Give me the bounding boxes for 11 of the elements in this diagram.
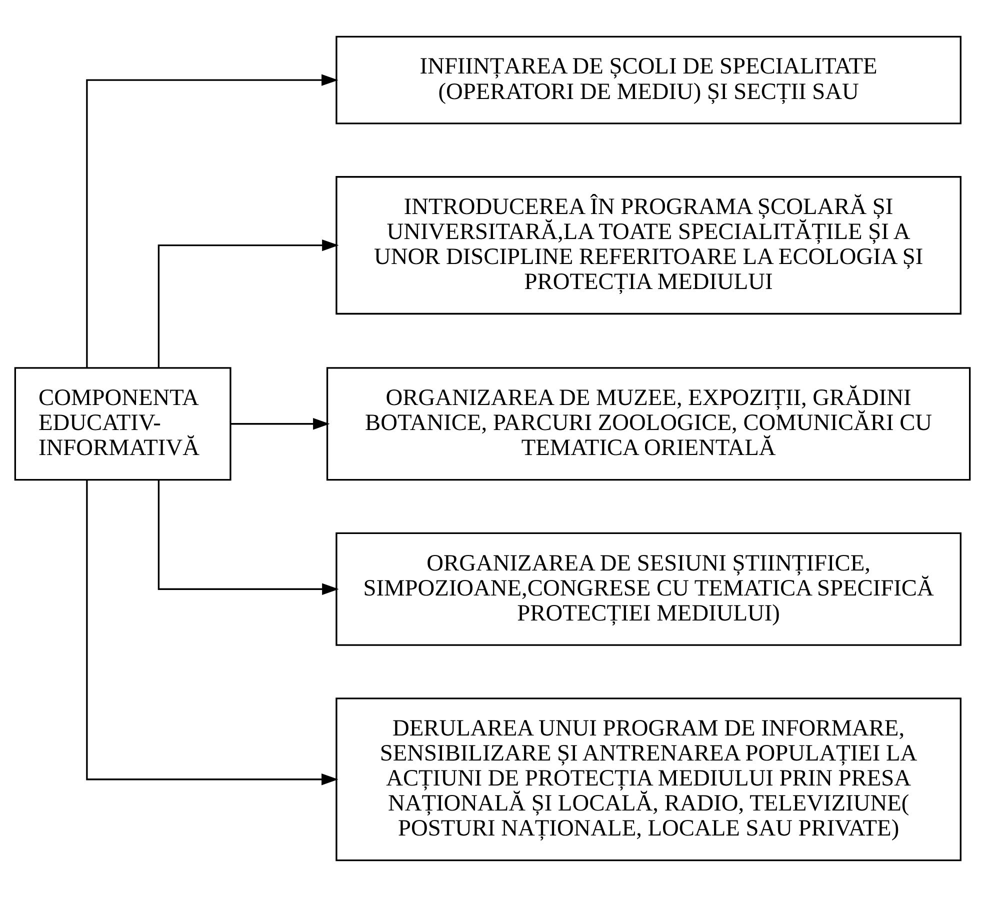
node-box: INFIINȚAREA DE ȘCOLI DE SPECIALITATE (OPERATORI DE MEDIU) ȘI SECȚII SAU [336, 36, 962, 124]
arrow [86, 74, 338, 368]
arrow [158, 239, 339, 368]
node-box: DERULAREA UNUI PROGRAM DE INFORMARE, SENSIBILIZARE ȘI ANTRENAREA POPULAȚIEI LA ACȚIUNI DE PROTECȚIA MEDIULUI PRIN PRESA NAȚIONALĂ ȘI LOCALĂ, RADIO, TELEVIZIUNE( POSTURI NAȚIONALE, LOCALE SAU PRIVATE) [336, 698, 962, 862]
node-box: ORGANIZAREA DE SESIUNI ȘTIINȚIFICE, SIMPOZIOANE,CONGRESE CU TEMATICA SPECIFICĂ PROTECȚIEI MEDIULUI) [336, 532, 962, 646]
arrow [158, 480, 339, 595]
node-box: INTRODUCEREA ÎN PROGRAMA ȘCOLARĂ ȘI UNIVERSITARĂ,LA TOATE SPECIALITĂȚILE ȘI A UNOR DISCIPLINE REFERITOARE LA ECOLOGIA ȘI PROTECȚIA MEDIULUI [336, 176, 962, 315]
node-box: ORGANIZAREA DE MUZEE, EXPOZIȚII, GRĂDINI BOTANICE, PARCURI ZOOLOGICE, COMUNICĂRI CU TEMATICA ORIENTALĂ [326, 367, 971, 481]
arrow [86, 480, 338, 786]
arrow [230, 418, 330, 430]
node-box: COMPONENTA EDUCATIV-INFORMATIVĂ [14, 367, 232, 481]
